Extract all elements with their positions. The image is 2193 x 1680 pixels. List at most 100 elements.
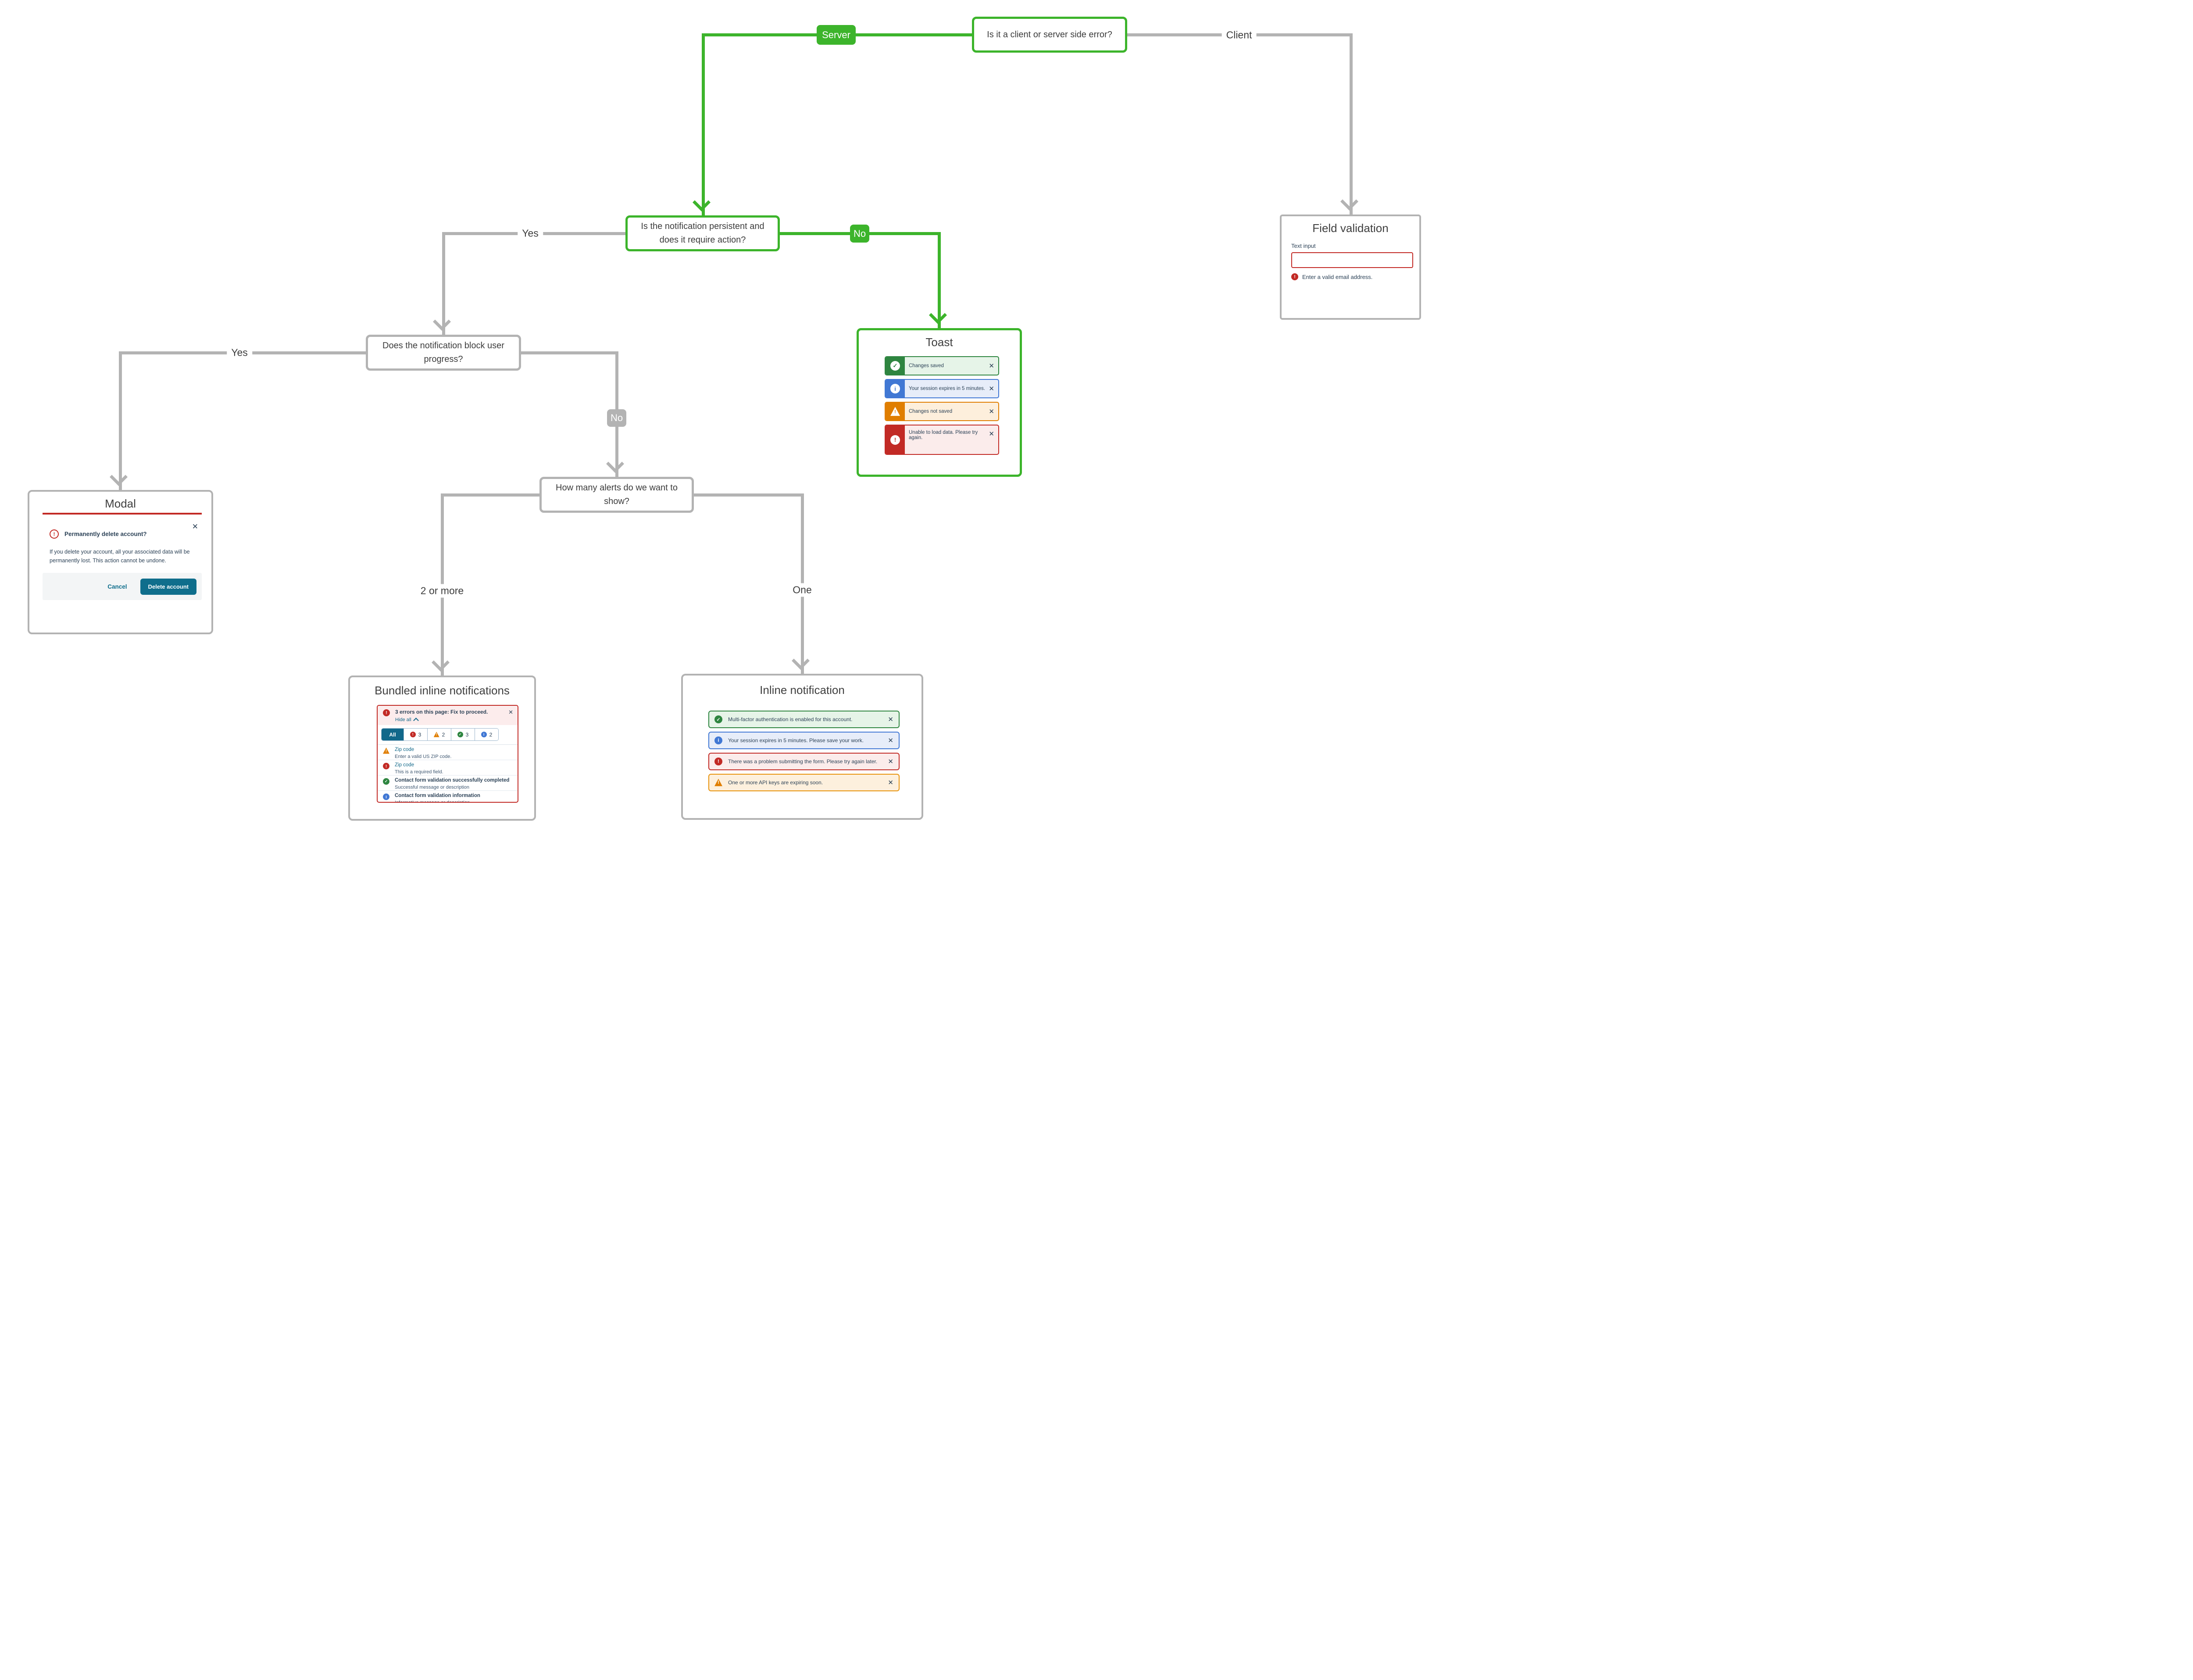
- close-icon[interactable]: ✕: [989, 385, 994, 393]
- field-error-row: ! Enter a valid email address.: [1291, 273, 1372, 280]
- connector-no-mid-horizontal: [521, 351, 618, 354]
- warning-triangle-icon: !: [890, 407, 900, 416]
- hide-all-toggle[interactable]: Hide all: [395, 717, 513, 723]
- bundled-item-info[interactable]: i Contact form validation information In…: [378, 791, 518, 803]
- tab-warnings[interactable]: ! 2: [427, 729, 451, 740]
- toast-success-message: Changes saved: [909, 363, 944, 368]
- tab-errors-count: 3: [418, 731, 421, 738]
- error-alert-icon: !: [383, 763, 389, 769]
- bundled-item-list: ! Zip code Enter a valid US ZIP code. ! …: [378, 744, 518, 803]
- bundled-inline-card: Bundled inline notifications ! 3 errors …: [348, 676, 536, 821]
- close-icon[interactable]: ✕: [192, 522, 198, 531]
- modal-heading: Permanently delete account?: [64, 531, 147, 537]
- bundled-item-success[interactable]: ✓ Contact form validation successfully c…: [378, 776, 518, 791]
- bundled-notification-panel: ! 3 errors on this page: Fix to proceed.…: [377, 705, 518, 803]
- toast-warning-body: Changes not saved ✕: [905, 403, 998, 420]
- toast-error: ! Unable to load data. Please try again.…: [885, 425, 999, 455]
- modal-body-text: If you delete your account, all your ass…: [50, 549, 190, 564]
- arrow-down-into-inline-icon: [791, 651, 810, 670]
- modal-footer: Cancel Delete account: [43, 573, 202, 600]
- field-error-message: Enter a valid email address.: [1302, 273, 1373, 280]
- bundled-item-warning[interactable]: ! Zip code Enter a valid US ZIP code.: [378, 745, 518, 760]
- inline-notification-title: Inline notification: [760, 683, 845, 697]
- edge-badge-no-top: No: [850, 225, 869, 243]
- toast-success-color-bar: ✓: [886, 357, 905, 375]
- bundled-item-desc: Successful message or description: [395, 784, 469, 790]
- tab-success[interactable]: ✓ 3: [451, 729, 475, 740]
- warning-triangle-icon: !: [714, 779, 722, 786]
- info-icon: i: [481, 732, 487, 737]
- inline-error: ! There was a problem submitting the for…: [708, 753, 900, 770]
- bundled-item-error[interactable]: ! Zip code This is a required field.: [378, 760, 518, 776]
- close-icon[interactable]: ✕: [888, 737, 893, 744]
- info-icon: i: [890, 384, 900, 393]
- tab-errors[interactable]: ! 3: [404, 729, 427, 740]
- bundled-summary: 3 errors on this page: Fix to proceed.: [395, 709, 488, 715]
- node-persistent-question: Is the notification persistent and does …: [625, 215, 780, 251]
- node-persistent-label: Is the notification persistent and does …: [641, 222, 764, 245]
- bundled-filter-tabs: All ! 3 ! 2 ✓ 3 i 2: [378, 725, 518, 744]
- tab-all-label: All: [389, 731, 396, 738]
- node-blocking-label: Does the notification block user progres…: [382, 341, 504, 364]
- notification-decision-tree: Is it a client or server side error? Is …: [0, 0, 1449, 840]
- close-icon[interactable]: ✕: [989, 430, 994, 438]
- success-check-icon: ✓: [457, 732, 463, 737]
- connector-two-or-more-horizontal: [442, 493, 539, 497]
- connector-no-vertical: [938, 232, 941, 328]
- close-icon[interactable]: ✕: [888, 779, 893, 786]
- toast-info-color-bar: i: [886, 380, 905, 397]
- arrow-down-into-persistent-icon: [692, 193, 711, 212]
- hide-all-label: Hide all: [395, 717, 411, 722]
- connector-one-horizontal: [694, 493, 802, 497]
- edge-label-client: Client: [1222, 28, 1257, 42]
- text-input-field[interactable]: [1291, 252, 1413, 268]
- close-icon[interactable]: ✕: [508, 709, 513, 715]
- tab-all[interactable]: All: [382, 729, 404, 740]
- edge-badge-no-mid-label: No: [610, 412, 623, 423]
- arrow-down-into-modal-icon: [109, 468, 128, 486]
- node-blocking-question: Does the notification block user progres…: [366, 335, 521, 371]
- node-how-many-label: How many alerts do we want to show?: [556, 483, 678, 506]
- edge-label-one: One: [788, 583, 816, 597]
- close-icon[interactable]: ✕: [989, 408, 994, 415]
- bundled-inline-title: Bundled inline notifications: [375, 684, 510, 697]
- delete-account-button[interactable]: Delete account: [140, 578, 196, 595]
- connector-server-vertical: [701, 33, 705, 215]
- node-how-many-question: How many alerts do we want to show?: [539, 477, 694, 513]
- error-alert-icon: !: [383, 709, 390, 716]
- bundled-item-desc: Informative message or description: [395, 800, 470, 803]
- edge-label-yes-top: Yes: [518, 226, 543, 240]
- connector-yes-mid-vertical: [118, 351, 122, 490]
- close-icon[interactable]: ✕: [989, 362, 994, 370]
- arrow-down-into-how-many-icon: [606, 454, 625, 473]
- tab-info[interactable]: i 2: [475, 729, 498, 740]
- cancel-button[interactable]: Cancel: [107, 583, 127, 590]
- toast-warning: ! Changes not saved ✕: [885, 402, 999, 421]
- toast-list: ✓ Changes saved ✕ i Your session expires…: [885, 356, 999, 455]
- edge-badge-no-mid: No: [607, 409, 626, 427]
- close-icon[interactable]: ✕: [888, 758, 893, 765]
- inline-info: i Your session expires in 5 minutes. Ple…: [708, 732, 900, 749]
- bundled-item-title-link[interactable]: Zip code: [395, 762, 414, 768]
- edge-label-two-or-more: 2 or more: [416, 584, 468, 598]
- edge-badge-server-label: Server: [822, 29, 850, 40]
- modal-danger-top-border: [43, 513, 202, 515]
- tab-success-count: 3: [465, 731, 469, 738]
- modal-heading-row: ! Permanently delete account?: [50, 529, 202, 539]
- inline-notification-card: Inline notification ✓ Multi-factor authe…: [681, 674, 923, 820]
- error-alert-icon: !: [890, 435, 900, 445]
- bundled-item-desc: This is a required field.: [395, 769, 443, 775]
- inline-info-message: Your session expires in 5 minutes. Pleas…: [728, 737, 864, 743]
- node-client-or-server-question: Is it a client or server side error?: [972, 17, 1127, 53]
- text-input-label: Text input: [1291, 243, 1316, 249]
- warning-triangle-icon: !: [383, 747, 389, 754]
- arrow-down-into-toast-icon: [929, 306, 947, 325]
- close-icon[interactable]: ✕: [888, 716, 893, 723]
- edge-badge-server: Server: [817, 25, 856, 45]
- inline-error-message: There was a problem submitting the form.…: [728, 758, 878, 765]
- edge-label-yes-mid: Yes: [227, 346, 252, 360]
- success-check-icon: ✓: [714, 715, 722, 723]
- bundled-item-title-link[interactable]: Zip code: [395, 747, 414, 752]
- connector-client-vertical: [1349, 33, 1353, 214]
- error-alert-icon: !: [1291, 273, 1298, 280]
